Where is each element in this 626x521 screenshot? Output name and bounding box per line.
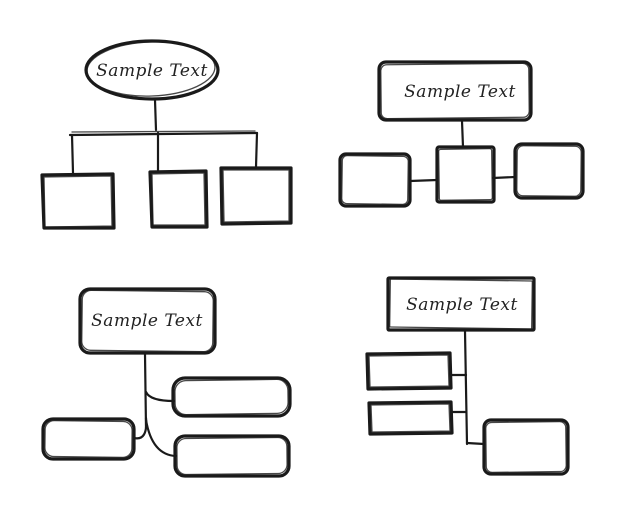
box-left (41, 417, 136, 461)
box-top-right (171, 376, 292, 418)
box-left (40, 172, 116, 230)
diagram-top-left: Sample Text (40, 39, 293, 230)
box-right (513, 142, 585, 200)
bar-top (365, 351, 453, 391)
connectors (132, 352, 178, 458)
title-text: Sample Text (404, 82, 516, 102)
box-left (338, 152, 412, 208)
connectors (449, 329, 486, 446)
title-text: Sample Text (96, 61, 208, 81)
title-box: Sample Text (377, 60, 533, 122)
title-text: Sample Text (91, 311, 203, 331)
connectors (68, 98, 259, 175)
title-box: Sample Text (78, 287, 217, 355)
diagram-top-right: Sample Text (338, 60, 585, 208)
box-right (219, 166, 293, 226)
diagram-bottom-right: Sample Text (365, 276, 570, 476)
title-ellipse: Sample Text (84, 39, 220, 101)
title-text: Sample Text (406, 295, 518, 315)
title-box: Sample Text (386, 276, 536, 332)
diagram-bottom-left: Sample Text (41, 287, 292, 478)
bar-bottom (367, 400, 454, 436)
box-middle (435, 145, 496, 204)
box-middle (148, 169, 209, 229)
box-bottom-right (173, 434, 291, 478)
box-bottom (482, 418, 570, 476)
connectors (408, 119, 517, 183)
